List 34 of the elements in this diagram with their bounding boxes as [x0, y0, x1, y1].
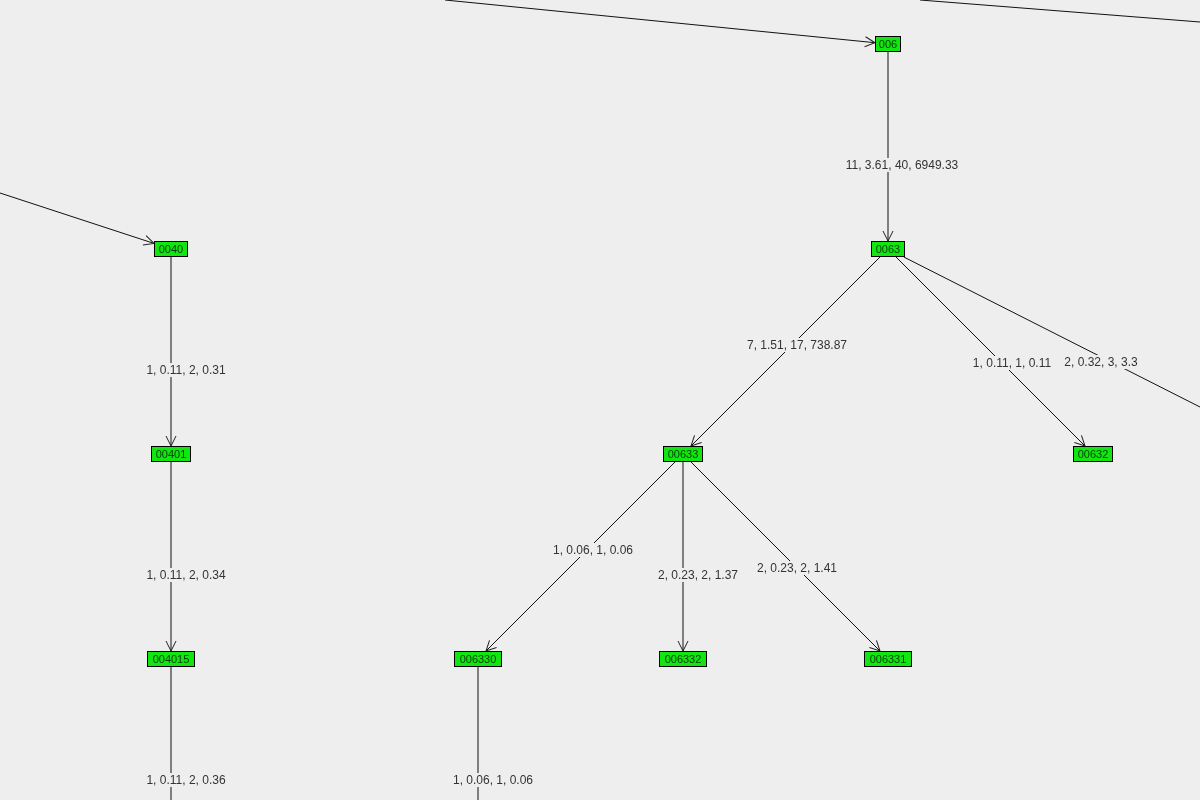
- arrow: [0, 192, 155, 246]
- arrow: [485, 461, 676, 652]
- node-box: 006330: [454, 651, 502, 667]
- connector-line: [903, 256, 1200, 408]
- arrow: [165, 256, 177, 447]
- edge-label: 1, 0.11, 2, 0.34: [144, 568, 228, 582]
- edge-label: 1, 0.11, 1, 0.11: [970, 356, 1054, 370]
- edge-label: 2, 0.32, 3, 3.3: [1062, 355, 1140, 369]
- arrow: [895, 256, 1086, 447]
- node-box: 006332: [659, 651, 707, 667]
- edge-label: 2, 0.23, 2, 1.37: [655, 568, 741, 582]
- edge-label: 2, 0.23, 2, 1.41: [754, 561, 840, 575]
- node-box: 00401: [151, 446, 191, 462]
- node-box: 004015: [147, 651, 195, 667]
- node-box: 006: [875, 36, 901, 52]
- edge-label: 11, 3.61, 40, 6949.33: [843, 158, 961, 172]
- node-box: 0063: [871, 241, 905, 257]
- edge-label: 1, 0.11, 2, 0.36: [144, 773, 228, 787]
- edge-label: 1, 0.11, 2, 0.31: [144, 363, 228, 377]
- arrow: [882, 51, 894, 242]
- arrow: [444, 0, 876, 48]
- edge-label: 7, 1.51, 17, 738.87: [744, 338, 850, 352]
- edge-label: 1, 0.06, 1, 0.06: [550, 543, 636, 557]
- connector-line: [170, 666, 172, 800]
- node-box: 006331: [864, 651, 912, 667]
- node-box: 0040: [154, 241, 188, 257]
- arrow: [677, 461, 689, 652]
- node-box: 00632: [1073, 446, 1113, 462]
- connector-line: [477, 666, 479, 800]
- node-box: 00633: [663, 446, 703, 462]
- arrow: [165, 461, 177, 652]
- arrow: [690, 461, 881, 652]
- arrow: [690, 256, 881, 447]
- edge-label: 1, 0.06, 1, 0.06: [450, 773, 536, 787]
